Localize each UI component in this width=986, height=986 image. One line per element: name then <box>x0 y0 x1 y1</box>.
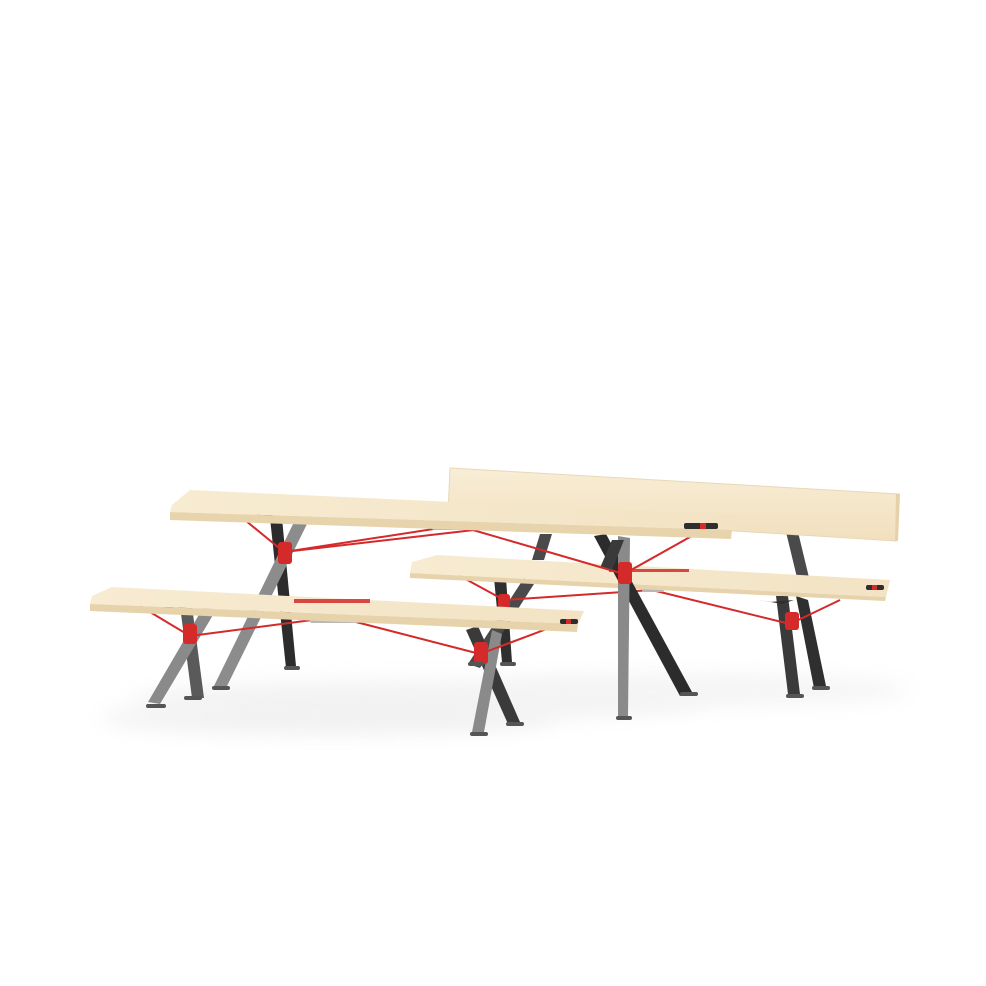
leg-foot-pads <box>146 662 830 736</box>
table-leg-frame <box>594 534 692 716</box>
seat-inlay <box>294 599 370 603</box>
tension-cable <box>139 605 561 655</box>
front-bench <box>90 587 584 732</box>
bench-seat <box>410 555 890 597</box>
brace-clamp <box>785 612 799 630</box>
table-top <box>170 490 738 530</box>
bench-seat <box>90 587 584 624</box>
brace-clamp <box>278 542 292 564</box>
brace-clamp <box>183 624 197 644</box>
seat-inlay <box>609 569 689 572</box>
backrest-support-leg <box>532 534 552 560</box>
floor-shadow <box>100 674 910 734</box>
dining-table <box>170 490 738 716</box>
brace-clamp <box>498 594 510 608</box>
